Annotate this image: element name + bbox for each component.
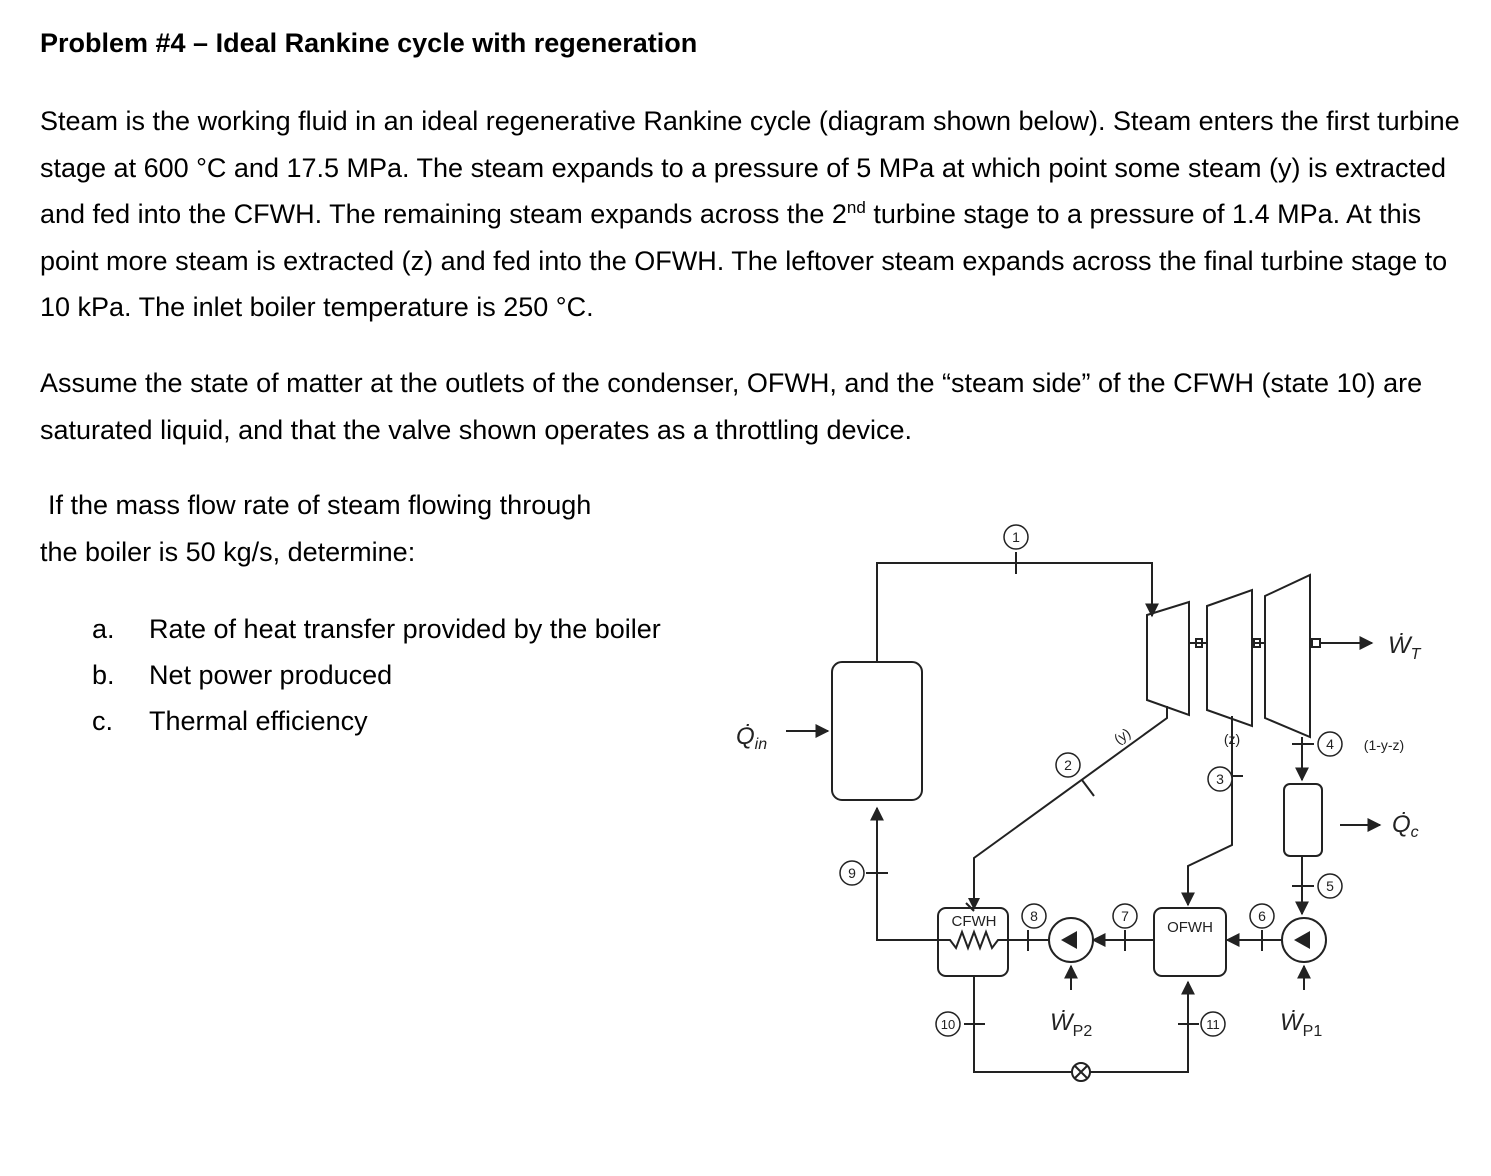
state-1-label: 1: [1012, 529, 1020, 545]
state-7-circle: [1112, 903, 1138, 929]
pump-1-work-symbol: Ẇ: [1280, 1009, 1305, 1036]
statement-part-b: turbine stage to a pressure of 1.4 MPa. …: [40, 199, 1448, 322]
ofwh: [1153, 907, 1227, 977]
extraction-z-label: (z): [1224, 731, 1240, 747]
heat-in-subscript: in: [755, 736, 768, 753]
pump-1-work-label: ẆP1: [1280, 1009, 1322, 1040]
given-line-1: If the mass flow rate of steam flowing t…: [48, 490, 592, 520]
heat-in-label: Q̇in: [736, 722, 767, 753]
turbine-stage-1: [1146, 600, 1190, 717]
ofwh-label: OFWH: [1167, 919, 1213, 936]
list-item: a. Rate of heat transfer provided by the…: [92, 606, 669, 652]
list-text: Net power produced: [149, 660, 393, 690]
state-5-circle: [1317, 873, 1343, 899]
state-6-circle: [1249, 903, 1275, 929]
shaft-coupling-2: [1253, 638, 1261, 648]
state-3-label: 3: [1216, 771, 1224, 787]
state-2-circle: [1055, 752, 1081, 778]
valve-cross-2: [1074, 1065, 1088, 1079]
state-8-label: 8: [1030, 908, 1038, 924]
extraction-y-label: (y): [1111, 725, 1134, 747]
turbine-stage-2: [1206, 588, 1253, 728]
pump-1-symbol: [1294, 931, 1310, 949]
state-1-circle: [1003, 524, 1029, 550]
heat-in-symbol: Q̇: [736, 722, 755, 750]
list-text: Rate of heat transfer provided by the bo…: [149, 614, 661, 644]
heat-out-subscript: c: [1411, 824, 1419, 841]
condenser: [1283, 783, 1323, 857]
pump-1-work-subscript: P1: [1303, 1023, 1323, 1040]
list-item: c. Thermal efficiency: [92, 698, 669, 744]
state-9-label: 9: [848, 865, 856, 881]
state-2-tick: [1081, 779, 1095, 797]
state-8-circle: [1021, 903, 1047, 929]
list-text: Thermal efficiency: [149, 706, 368, 736]
assumptions-paragraph: Assume the state of matter at the outlet…: [40, 368, 1423, 445]
turbine-work-symbol: Ẇ: [1388, 632, 1413, 659]
problem-title: Problem #4 – Ideal Rankine cycle with re…: [40, 28, 698, 58]
pump-2-symbol: [1061, 931, 1077, 949]
question-list: a. Rate of heat transfer provided by the…: [92, 606, 669, 744]
shaft-coupling-3: [1311, 638, 1321, 648]
state-2-label: 2: [1064, 757, 1072, 773]
boiler: [831, 661, 923, 801]
pump-2-work-subscript: P2: [1073, 1023, 1093, 1040]
extraction-y-line: [973, 706, 1168, 903]
list-marker: c.: [92, 706, 114, 736]
pump-2-work-symbol: Ẇ: [1050, 1009, 1075, 1036]
cfwh-label: CFWH: [952, 913, 997, 930]
state-7-label: 7: [1121, 908, 1129, 924]
heat-out-symbol: Q̇: [1392, 810, 1411, 838]
turbine-work-label: ẆT: [1388, 632, 1422, 663]
state-9-circle: [839, 860, 865, 886]
pump-2-work-label: ẆP2: [1050, 1009, 1092, 1040]
statement-part-a: Steam is the working fluid in an ideal r…: [40, 106, 1460, 229]
ordinal-superscript: nd: [846, 198, 866, 217]
exhaust-fraction-label: (1-y-z): [1364, 737, 1404, 753]
cfwh-inlet-arrowhead: [968, 898, 980, 910]
heat-out-label: Q̇c: [1392, 810, 1419, 841]
steam-line-1: [876, 562, 1159, 662]
list-marker: b.: [92, 660, 115, 690]
state-3-circle: [1207, 766, 1233, 792]
cfwh-coil: [938, 929, 1008, 951]
shaft-coupling-1: [1195, 638, 1203, 648]
turbine-work-subscript: T: [1411, 646, 1422, 663]
list-item: b. Net power produced: [92, 652, 669, 698]
given-line-2: the boiler is 50 kg/s, determine:: [40, 536, 416, 567]
turbine-stage-3: [1264, 573, 1311, 739]
given-paragraph: If the mass flow rate of steam flowing t…: [40, 482, 700, 575]
state-5-label: 5: [1326, 878, 1334, 894]
state-10-label: 10: [941, 1017, 955, 1032]
state-4-circle: [1317, 731, 1343, 757]
problem-statement-paragraph: Steam is the working fluid in an ideal r…: [40, 98, 1460, 331]
list-marker: a.: [92, 614, 115, 644]
state-11-circle: [1200, 1011, 1226, 1037]
state-6-label: 6: [1258, 908, 1266, 924]
state-4-label: 4: [1326, 736, 1334, 752]
state-10-circle: [935, 1011, 961, 1037]
state-11-label: 11: [1206, 1017, 1220, 1032]
feedwater-line: [870, 806, 938, 941]
